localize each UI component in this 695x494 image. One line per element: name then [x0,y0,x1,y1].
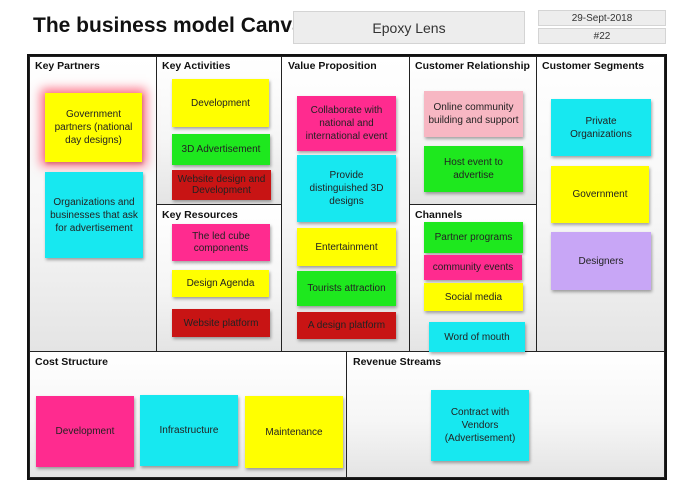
sticky-note: Private Organizations [551,99,651,156]
sticky-note: community events [424,255,522,280]
number-box: #22 [538,28,666,44]
revenue-streams-header: Revenue Streams [353,356,442,368]
sticky-note: Development [172,79,269,127]
sticky-note: Partner programs [424,222,523,253]
project-name-box: Epoxy Lens [293,11,525,44]
sticky-note: Tourists attraction [297,271,396,306]
sticky-note: Maintenance [245,396,343,468]
date-box: 29-Sept-2018 [538,10,666,26]
sticky-note: Development [36,396,134,467]
sticky-note: Contract with Vendors (Advertisement) [431,390,529,461]
sticky-note: Host event to advertise [424,146,523,192]
canvas-title: The business model Canvas [33,14,316,37]
value-proposition-header: Value Proposition [288,60,377,72]
key-resources-header: Key Resources [162,209,238,221]
sticky-note: The led cube components [172,224,270,261]
sticky-note: Design Agenda [172,270,269,297]
sticky-note: Word of mouth [429,322,525,352]
key-partners-header: Key Partners [35,60,100,72]
sticky-note: A design platform [297,312,396,339]
customer-segments-header: Customer Segments [542,60,645,72]
customer-relationship-header: Customer Relationship [415,60,530,72]
sticky-note: Entertainment [297,228,396,266]
sticky-note: 3D Advertisement [172,134,270,165]
key-activities-header: Key Activities [162,60,231,72]
cost-structure-header: Cost Structure [35,356,108,368]
sticky-note: Infrastructure [140,395,238,466]
sticky-note: Collaborate with national and internatio… [297,96,396,151]
business-model-canvas: Key Partners Key Activities Key Resource… [27,54,667,480]
sticky-note: Government partners (national day design… [45,93,142,162]
sticky-note: Designers [551,232,651,290]
sticky-note: Website platform [172,309,270,337]
sticky-note: Online community building and support [424,91,523,137]
channels-header: Channels [415,209,463,221]
sticky-note: Provide distinguished 3D designs [297,155,396,222]
sticky-note: Website design and Development [172,170,271,200]
sticky-note: Organizations and businesses that ask fo… [45,172,143,258]
sticky-note: Government [551,166,649,223]
sticky-note: Social media [424,283,523,311]
